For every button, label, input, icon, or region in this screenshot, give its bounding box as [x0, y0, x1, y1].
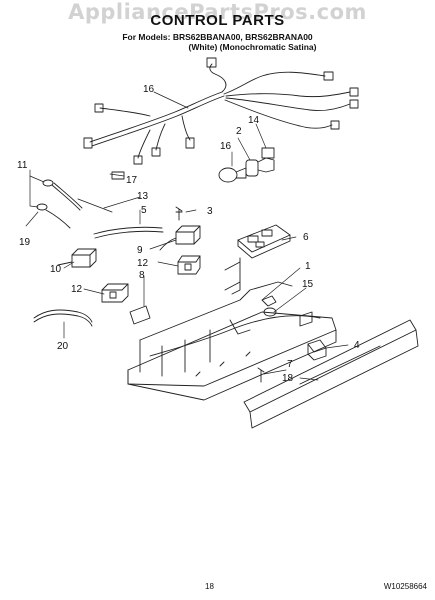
thermistor-19 [36, 203, 71, 229]
holder-12a [177, 255, 201, 275]
callout-16b: 16 [220, 141, 232, 152]
callout-8: 8 [139, 270, 145, 281]
control-board-6 [237, 224, 291, 259]
callout-16a: 16 [143, 84, 155, 95]
wire-13 [77, 198, 113, 213]
document-number: W10258664 [383, 582, 427, 591]
screw-7 [257, 367, 265, 383]
callout-1: 1 [305, 261, 311, 272]
control-housing-1 [127, 257, 337, 401]
callout-12a: 12 [137, 258, 149, 269]
callout-11: 11 [17, 160, 28, 171]
strip-20 [33, 309, 93, 323]
callout-6: 6 [303, 232, 309, 243]
callout-12b: 12 [71, 284, 83, 295]
screw-3 [175, 206, 183, 221]
callout-3: 3 [207, 206, 213, 217]
callout-2: 2 [236, 126, 242, 137]
callout-18: 18 [282, 373, 294, 384]
switch-9 [159, 225, 201, 251]
model-list: For Models: BRS62BBANA00, BRS62BRANA00 [122, 32, 313, 42]
holder-12b [101, 283, 129, 303]
callout-5: 5 [141, 205, 147, 216]
callout-10: 10 [50, 264, 62, 275]
thermistor-11 [42, 179, 83, 211]
color-variants: (White) (Monochromatic Satina) [188, 42, 317, 52]
wire-harness [83, 57, 359, 165]
callout-9: 9 [137, 245, 143, 256]
callout-14: 14 [248, 115, 260, 126]
lamp-assembly [218, 147, 275, 183]
watermark: AppliancePartsPros.com [68, 0, 367, 24]
callout-15: 15 [302, 279, 314, 290]
callout-20: 20 [57, 341, 69, 352]
leader-lines [25, 91, 349, 381]
callout-7: 7 [287, 359, 293, 370]
tube-5 [93, 226, 163, 235]
page-title: CONTROL PARTS [150, 12, 285, 29]
callout-13: 13 [137, 191, 149, 202]
clip-17 [111, 171, 125, 180]
callout-19: 19 [19, 237, 31, 248]
switch-10 [57, 248, 97, 268]
console-panel-18 [243, 319, 419, 429]
panel-8 [129, 305, 151, 325]
callout-4: 4 [354, 340, 360, 351]
callout-17: 17 [126, 175, 138, 186]
page-number: 18 [205, 582, 214, 591]
